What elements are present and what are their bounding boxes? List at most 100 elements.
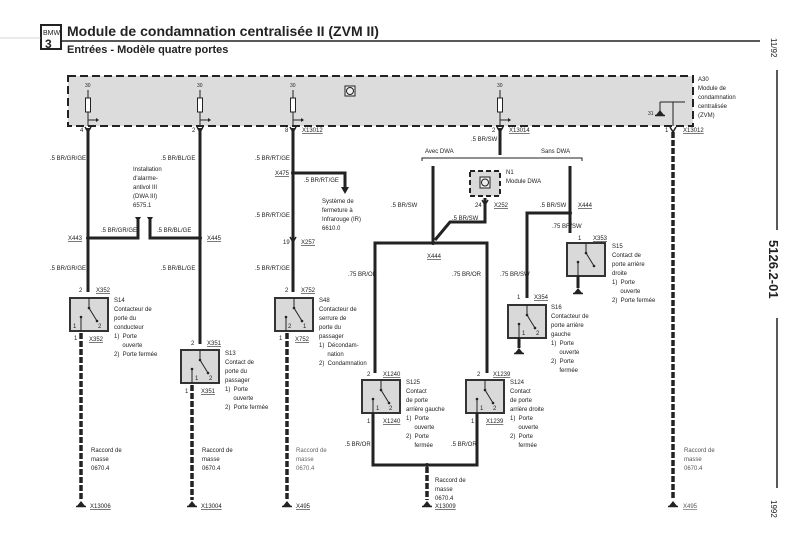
pin-number: 2 [477,372,481,378]
terminal-31: 31 [648,111,654,117]
label-line: Contact de [612,253,642,259]
switch-s48 [274,297,314,332]
label-line: conducteur [114,325,144,331]
wire-label: .5 BR/OR [345,442,371,448]
wire-label: .5 BR/RT/GE [255,266,290,272]
label-line: ouverte [406,425,435,431]
pin-number: 8 [285,128,289,134]
module-symbol-icon [344,85,356,97]
label-line: Raccord de [435,478,466,484]
label-line: 2) Porte [510,434,534,440]
wire-label: .5 BR/BL/GE [161,156,195,162]
page-title: Module de condamnation centralisée II (Z… [67,23,379,39]
label-line: S48 [319,298,330,304]
label-line: 0670.4 [202,466,221,472]
wire-label: .75 BR/SW [552,224,582,230]
connector-x444: X444 [427,254,442,260]
label-line: porte arrière [612,262,645,268]
label-line: N1 [506,170,514,176]
label-line: 0670.4 [435,496,454,502]
label-line: 1) Porte [114,334,138,340]
label-line: 0670.4 [296,466,315,472]
connector-x13014: X13014 [509,128,530,134]
pin-number: 2 [191,341,195,347]
label-line: S125 [406,380,421,386]
label-line: arrière droite [510,407,545,413]
connector-x752: X752 [301,288,316,294]
wire-label: .5 BR/SW [540,203,567,209]
switch-term: 2 [389,406,393,412]
label-line: Installation [133,167,162,173]
connector-x354: X354 [534,295,549,301]
label-line: 2) Porte fermée [225,405,269,411]
switch-term: 2 [536,331,540,337]
switch-term: 1 [376,406,380,412]
label-line: porte arrière [551,323,584,329]
module-a30-box [67,75,694,127]
pin-number: 2 [367,372,371,378]
wire-label: .5 BR/OR [451,442,477,448]
wire-label: .5 BR/GR/GE [50,266,86,272]
label-line: porte du [319,325,341,331]
label-line: ouverte [551,350,580,356]
label-line: S14 [114,298,125,304]
switch-s13 [180,349,220,384]
label-line: 6610.0 [322,226,341,232]
label-line: d'alarme- [133,176,158,182]
switch-s125 [361,379,401,414]
pin-number: 1 [578,236,582,242]
label-line: Infrarouge (IR) [322,217,361,223]
wire-label: .5 BR/RT/GE [255,156,290,162]
switch-term: 1 [195,376,199,382]
switch-term: 1 [522,331,526,337]
pin-number: 4 [80,128,84,134]
label-line: fermée [551,368,579,374]
label-line: Raccord de [296,448,327,454]
connector-x495: X495 [683,504,698,510]
label-line: 2) Porte fermée [612,298,656,304]
ground-icon [186,500,198,508]
switch-term: 2 [493,406,497,412]
label-line: arrière gauche [406,407,445,413]
label-line: Contact [406,389,427,395]
wire-label: .5 BR/RT/GE [304,178,339,184]
label-line: de porte [406,398,429,404]
label-line: nation [319,352,344,358]
connector-x475: X475 [275,171,290,177]
pin-number: 19 [283,240,290,246]
connector-x352: X352 [89,337,104,343]
year-label: 1992 [769,500,778,518]
connector-x13009: X13009 [435,504,456,510]
connector-x1240: X1240 [383,372,401,378]
label-line: masse [296,457,314,463]
label-line: ouverte [510,425,539,431]
label-line: 2) Porte [551,359,575,365]
terminal-30: 30 [497,83,503,89]
label-line: 1) Porte [406,416,430,422]
branch-sans-dwa: Sans DWA [541,149,570,155]
label-line: S13 [225,351,236,357]
ground-note: Raccord de masse 0670.4 [296,448,327,472]
label-line: Contacteur de [114,307,152,313]
switch-term: 2 [98,324,102,330]
connector-x1240: X1240 [383,419,401,425]
date-label: 11/92 [769,38,778,58]
switch-term: 2 [288,324,292,330]
terminal-30: 30 [290,83,296,89]
connector-x1239: X1239 [493,372,511,378]
label-line: 1) Porte [612,280,636,286]
wire-label: .5 BR/GR/GE [50,156,86,162]
connector-x445: X445 [207,236,222,242]
pin-number: 1 [665,128,669,134]
label-line: centralisée [698,104,728,110]
logo-series: 3 [45,37,52,51]
connector-x752: X752 [295,337,310,343]
wire-label: .75 BR/OR [348,272,378,278]
wire-label: .5 BR/SW [391,203,418,209]
document-number: 5126.2-01 [766,240,781,299]
